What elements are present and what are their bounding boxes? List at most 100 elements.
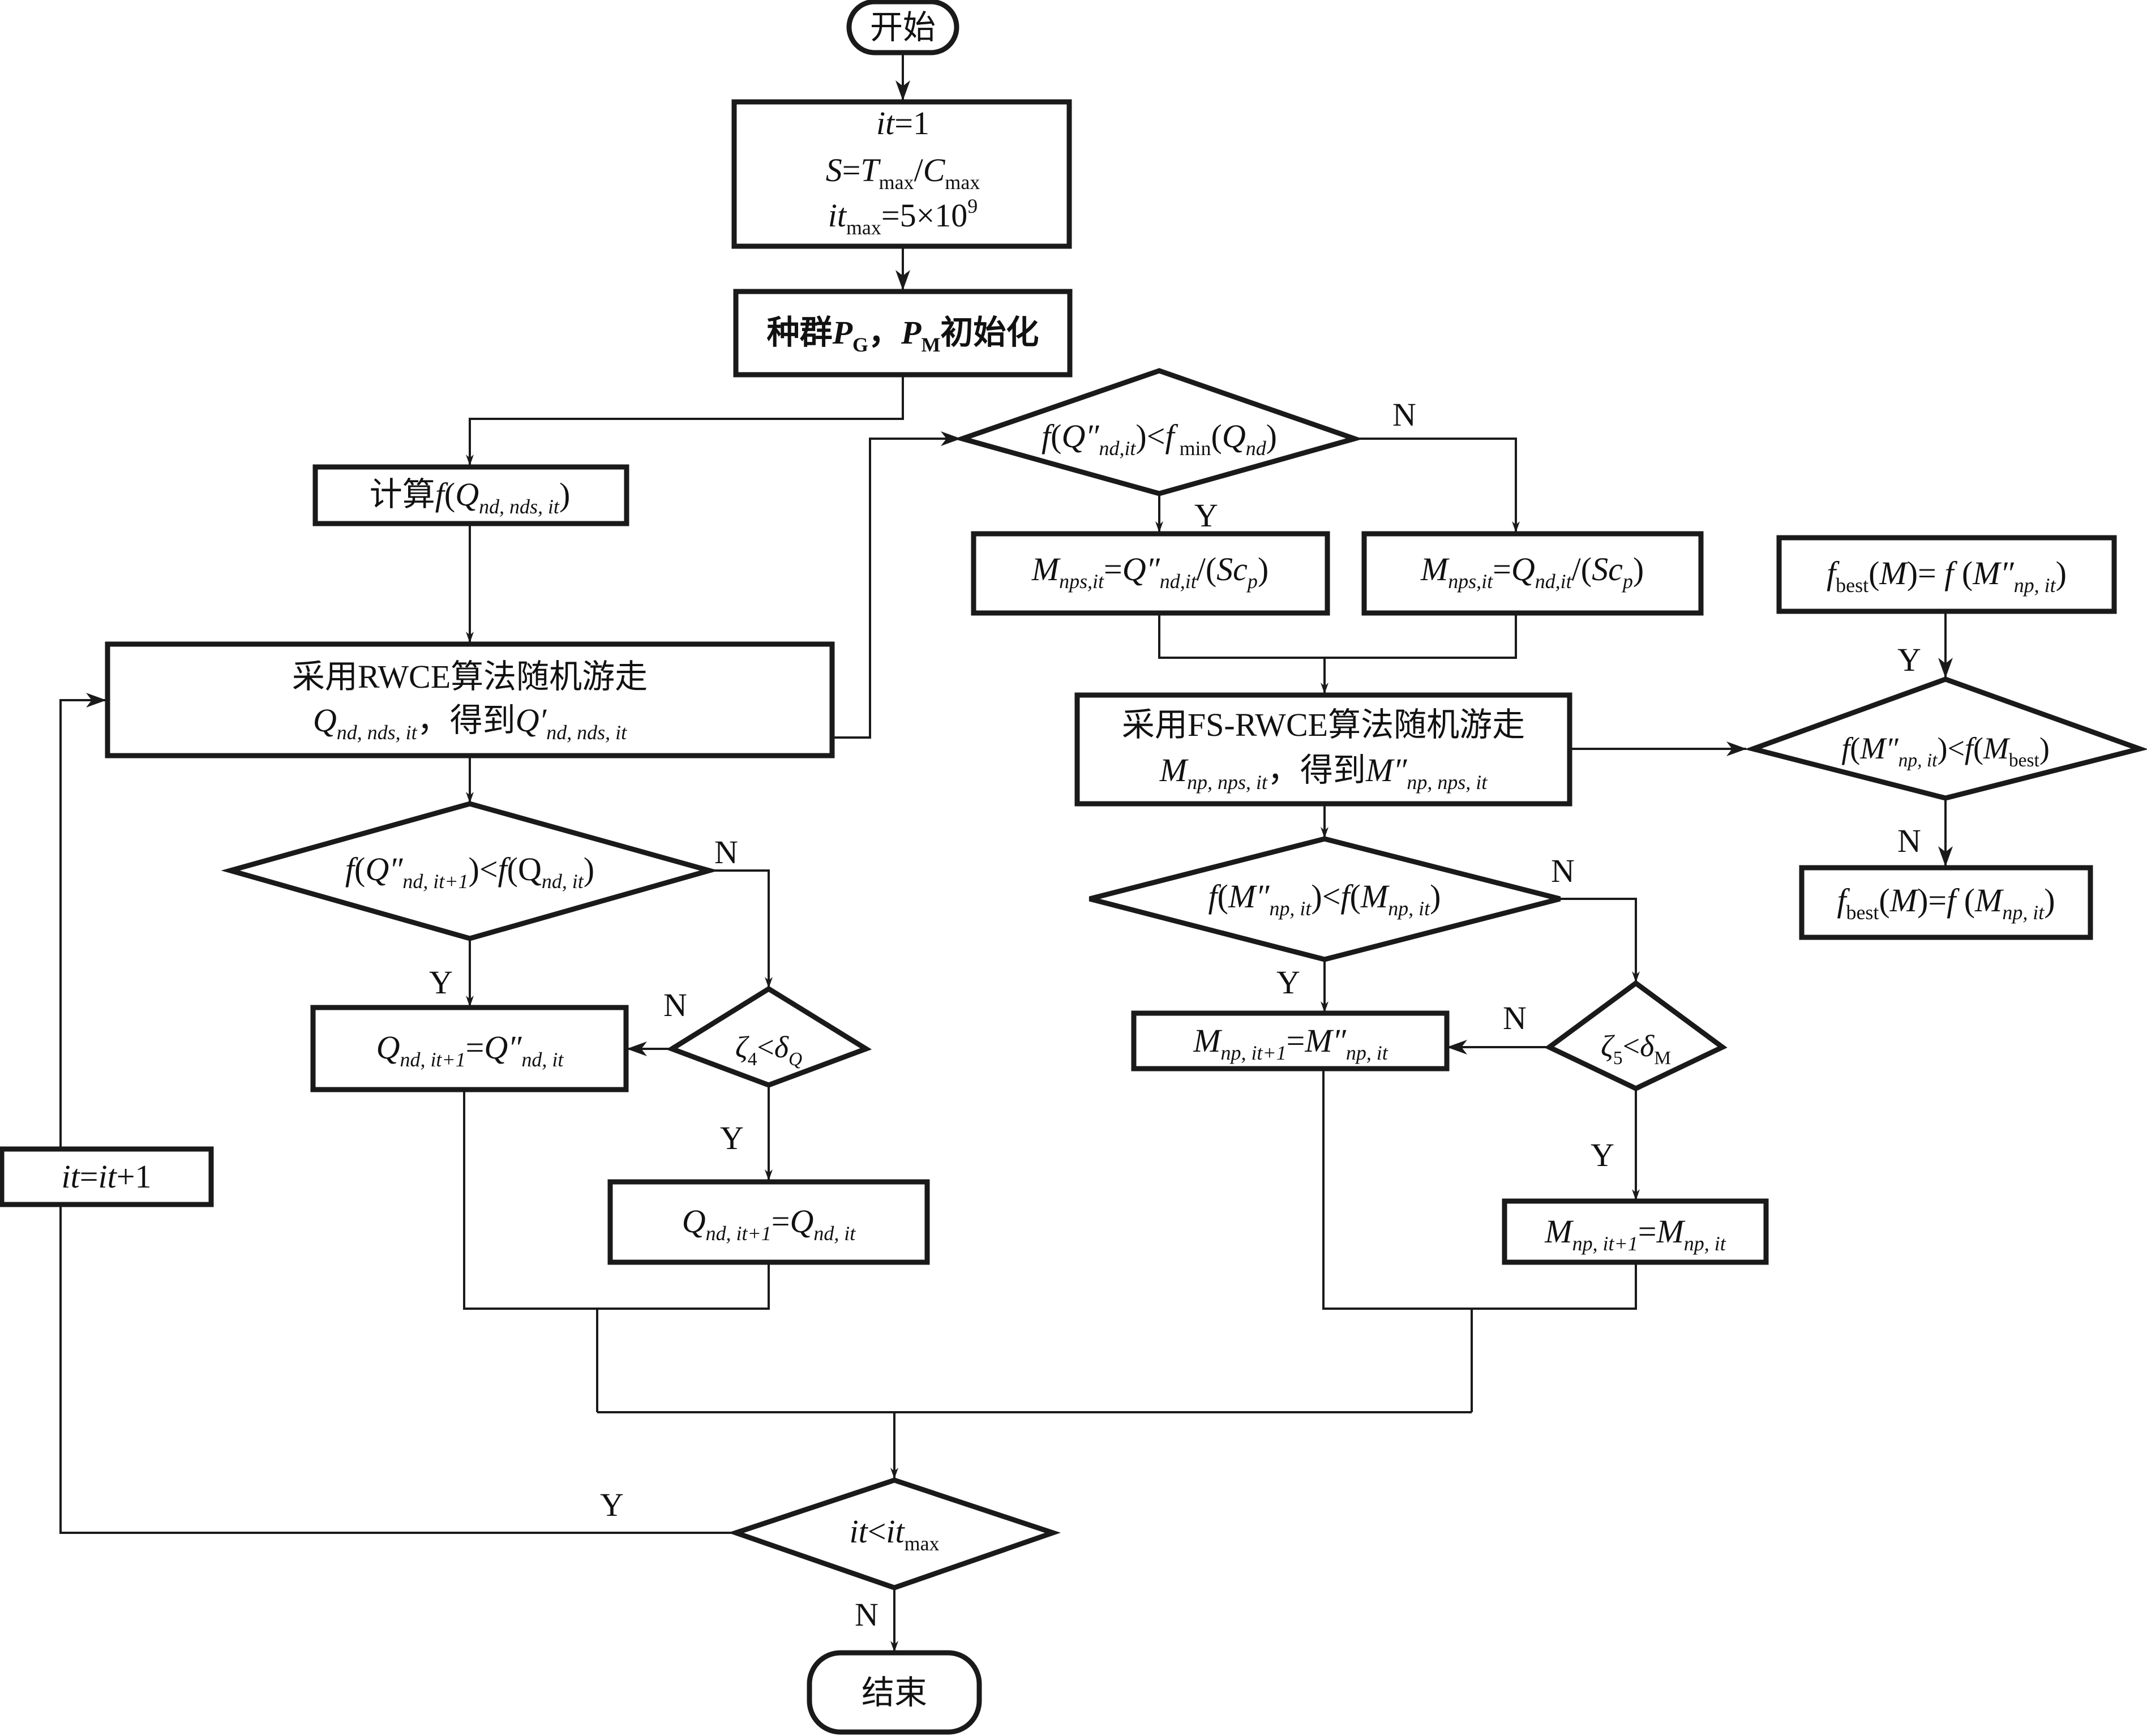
text-segment: best (1836, 574, 1869, 597)
branch-label-q-update-yes: Y (429, 964, 453, 1001)
fs-rwce-walk-line-2: Mnp, nps, it，得到M″np, nps, it (1159, 752, 1488, 794)
condition-q-update-label: f(Q″nd, it+1)<f(Qnd, it) (345, 851, 594, 893)
text-segment: np, it (1346, 1041, 1389, 1064)
condition-fmin-label: f(Q″nd,it)<f min(Qnd) (1042, 418, 1277, 460)
text-segment: max (879, 171, 914, 194)
text-segment: ( (1973, 731, 1983, 765)
text-segment: Q″ (1122, 551, 1160, 588)
text-segment: /( (1197, 551, 1216, 588)
text-segment: ( (1051, 418, 1061, 455)
condition-iteration-label: it<itmax (849, 1513, 939, 1555)
text-segment: it (98, 1158, 118, 1195)
text-segment: )= (1917, 882, 1947, 919)
text-segment: Q (455, 476, 479, 513)
text-segment: G (852, 333, 868, 356)
init-line-2: S=Tmax/Cmax (826, 152, 980, 194)
fbest-new-label: fbest(M)= f (M″np, it) (1827, 555, 2067, 597)
text-segment: M (1656, 1213, 1685, 1250)
text-segment: Q (1222, 418, 1246, 455)
text-segment: Q′ (516, 702, 547, 739)
text-segment: 9 (967, 195, 978, 217)
text-segment: it (886, 1513, 905, 1550)
edge-condm-no (1560, 898, 1640, 983)
branch-label-m-update-yes: Y (1276, 964, 1300, 1001)
m-assign-keep-label: Mnp, it+1=Mnp, it (1544, 1213, 1726, 1255)
text-segment: ) (2039, 731, 2050, 765)
text-segment: = (772, 1203, 790, 1240)
text-segment: )< (1135, 418, 1165, 455)
condition-zeta4: ζ4<δQ (666, 985, 872, 1088)
m-assign-new-label: Mnp, it+1=M″np, it (1193, 1022, 1389, 1064)
text-segment: np, nps, it (1187, 771, 1268, 794)
text-segment: best (1846, 901, 1879, 924)
text-segment: it (828, 197, 847, 234)
text-segment: ( (354, 851, 365, 888)
text-segment: Q (376, 1029, 400, 1066)
text-segment: ，得到 (417, 702, 516, 739)
text-segment: )< (1311, 878, 1340, 915)
edge-fmin-no (1355, 438, 1520, 533)
m-from-q-new-box: Mnps,it=Q″nd,it/(Scp) (971, 531, 1330, 616)
text-segment: = (1638, 1213, 1657, 1250)
text-segment: )< (469, 851, 498, 888)
text-segment: M (1420, 551, 1450, 588)
text-segment: p (1621, 570, 1633, 593)
text-segment: Sc (1592, 551, 1623, 588)
text-segment: nps,it (1448, 570, 1493, 593)
rwce-walk-line-1: 采用RWCE算法随机游走 (292, 658, 648, 695)
text-segment: nd, nds, it (337, 721, 418, 744)
text-segment: max (846, 216, 881, 239)
condition-iteration: it<itmax (727, 1477, 1061, 1591)
q-assign-keep-label: Qnd, it+1=Qnd, it (682, 1203, 856, 1245)
text-segment: Q (790, 1203, 813, 1240)
text-segment: Q″ (1061, 418, 1099, 455)
text-segment: Q″ (484, 1029, 522, 1066)
text-segment: ) (584, 851, 594, 888)
text-segment: ( (444, 476, 455, 513)
edge-merge-left (463, 1090, 770, 1310)
init-line-1: it=1 (876, 105, 929, 142)
text-segment: ) (1258, 551, 1269, 588)
text-segment: = (842, 152, 861, 188)
text-segment: 采用FS-RWCE算法随机游走 (1122, 706, 1525, 743)
compute-f-label: 计算f(Qnd, nds, it) (370, 476, 571, 518)
text-segment: ( (1211, 418, 1222, 455)
start-label: 开始 (870, 9, 936, 46)
text-segment: M (1193, 1022, 1222, 1059)
edge-iter-yes (59, 1206, 740, 1534)
text-segment: M″ (1228, 878, 1270, 915)
edge-increment-rwce (59, 693, 106, 1148)
text-segment: np, it+1 (1572, 1232, 1638, 1255)
text-segment: M (1360, 878, 1390, 915)
text-segment: nd, it+1 (400, 1048, 466, 1071)
text-segment: ， (868, 314, 901, 351)
text-segment: np, it (2014, 574, 2056, 597)
m-from-q-label: Mnps,it=Qnd,it/(Scp) (1420, 551, 1644, 593)
edge-pop-compute (466, 375, 904, 466)
text-segment: ( (1879, 882, 1889, 919)
text-segment: M (1544, 1213, 1574, 1250)
text-segment: ) (2056, 555, 2067, 591)
text-segment: M (1983, 731, 2011, 765)
text-segment: T (860, 152, 881, 188)
text-segment: = (1104, 551, 1122, 588)
text-segment: max (905, 1532, 940, 1555)
text-segment: P (832, 314, 853, 351)
text-segment: 4 (748, 1049, 757, 1070)
branch-label-zeta4-yes: Y (720, 1120, 744, 1156)
text-segment: Sc (1216, 551, 1248, 588)
init-line-3: itmax=5×109 (828, 195, 978, 239)
text-segment: ( (1953, 555, 1973, 591)
branch-label-best-yes: Y (1897, 641, 1921, 678)
text-segment: < (757, 1030, 774, 1064)
text-segment: np, it+1 (1221, 1041, 1287, 1064)
text-segment: it (876, 105, 895, 142)
text-segment: it (849, 1513, 868, 1550)
text-segment: np, it (1899, 750, 1938, 771)
text-segment: 采用RWCE算法随机游走 (292, 658, 648, 695)
text-segment: Q (1511, 551, 1535, 588)
text-segment: +1 (117, 1158, 152, 1195)
text-segment: np, nps, it (1407, 771, 1488, 794)
population-init-box: 种群PG，PM初始化 (733, 289, 1073, 378)
